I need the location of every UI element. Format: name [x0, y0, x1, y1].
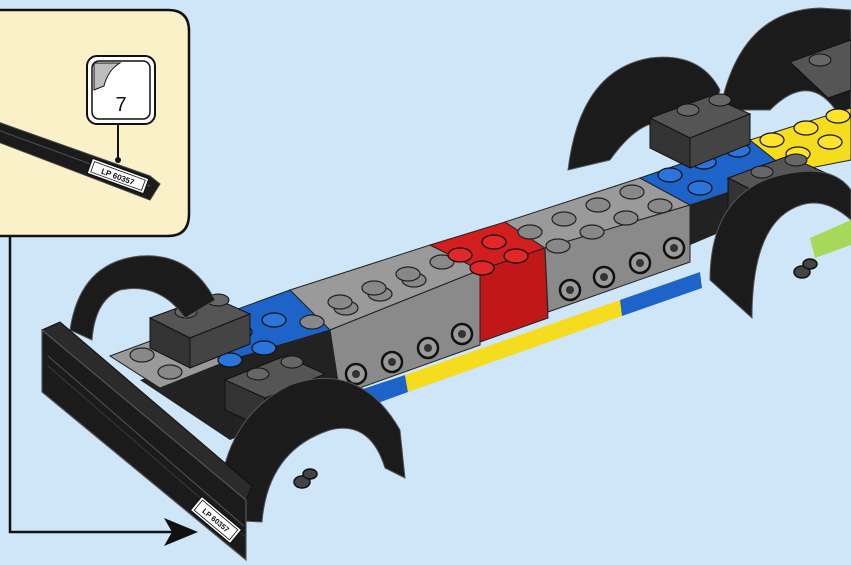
sticker-callout-box: LP 60357 7: [0, 10, 189, 236]
sticker-number-badge: 7: [87, 56, 155, 124]
lime-side-piece: [810, 220, 851, 258]
sticker-number: 7: [115, 94, 126, 116]
